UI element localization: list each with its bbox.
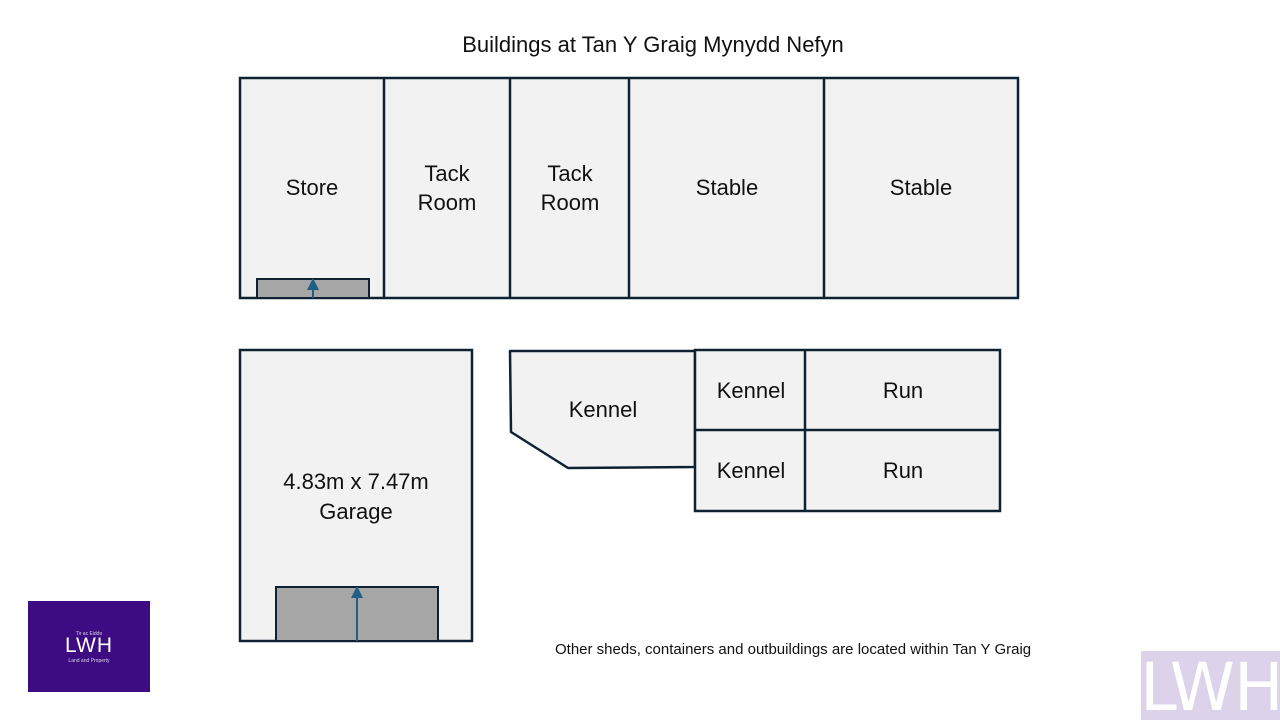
tack-room-1-label-line1: Tack	[424, 161, 470, 186]
stable-block: Store Tack Room Tack Room Stable Stable	[238, 76, 1020, 300]
lwh-watermark: LWH	[1141, 651, 1280, 720]
run-bottom-label: Run	[883, 458, 923, 483]
run-top-label: Run	[883, 378, 923, 403]
logo-bottom-text: Land and Property	[68, 658, 110, 664]
tack-room-1-label-line2: Room	[418, 190, 477, 215]
outbuildings-note: Other sheds, containers and outbuildings…	[555, 641, 1032, 658]
plan-title: Buildings at Tan Y Graig Mynydd Nefyn	[462, 32, 844, 57]
stable-2-label: Stable	[890, 175, 952, 200]
watermark-mark: LWH	[1141, 651, 1280, 720]
stable-1-label: Stable	[696, 175, 758, 200]
kennel-large-label: Kennel	[569, 397, 638, 422]
tack-room-2-label-line2: Room	[541, 190, 600, 215]
store-label: Store	[286, 175, 339, 200]
lwh-logo: Tir ac Eiddo LWH Land and Property	[28, 601, 150, 692]
kennel-block: Kennel Kennel Kennel Run Run	[508, 348, 1002, 513]
kennel-bottom-label: Kennel	[717, 458, 786, 483]
garage-label: Garage	[319, 499, 392, 524]
logo-mark: LWH	[64, 634, 114, 657]
tack-room-2-label-line1: Tack	[547, 161, 593, 186]
kennel-top-label: Kennel	[717, 378, 786, 403]
kennel-large-outline	[508, 349, 697, 470]
garage-dimensions-label: 4.83m x 7.47m	[283, 469, 429, 494]
garage: 4.83m x 7.47m Garage	[238, 348, 474, 643]
logo-top-text: Tir ac Eiddo	[75, 631, 103, 637]
